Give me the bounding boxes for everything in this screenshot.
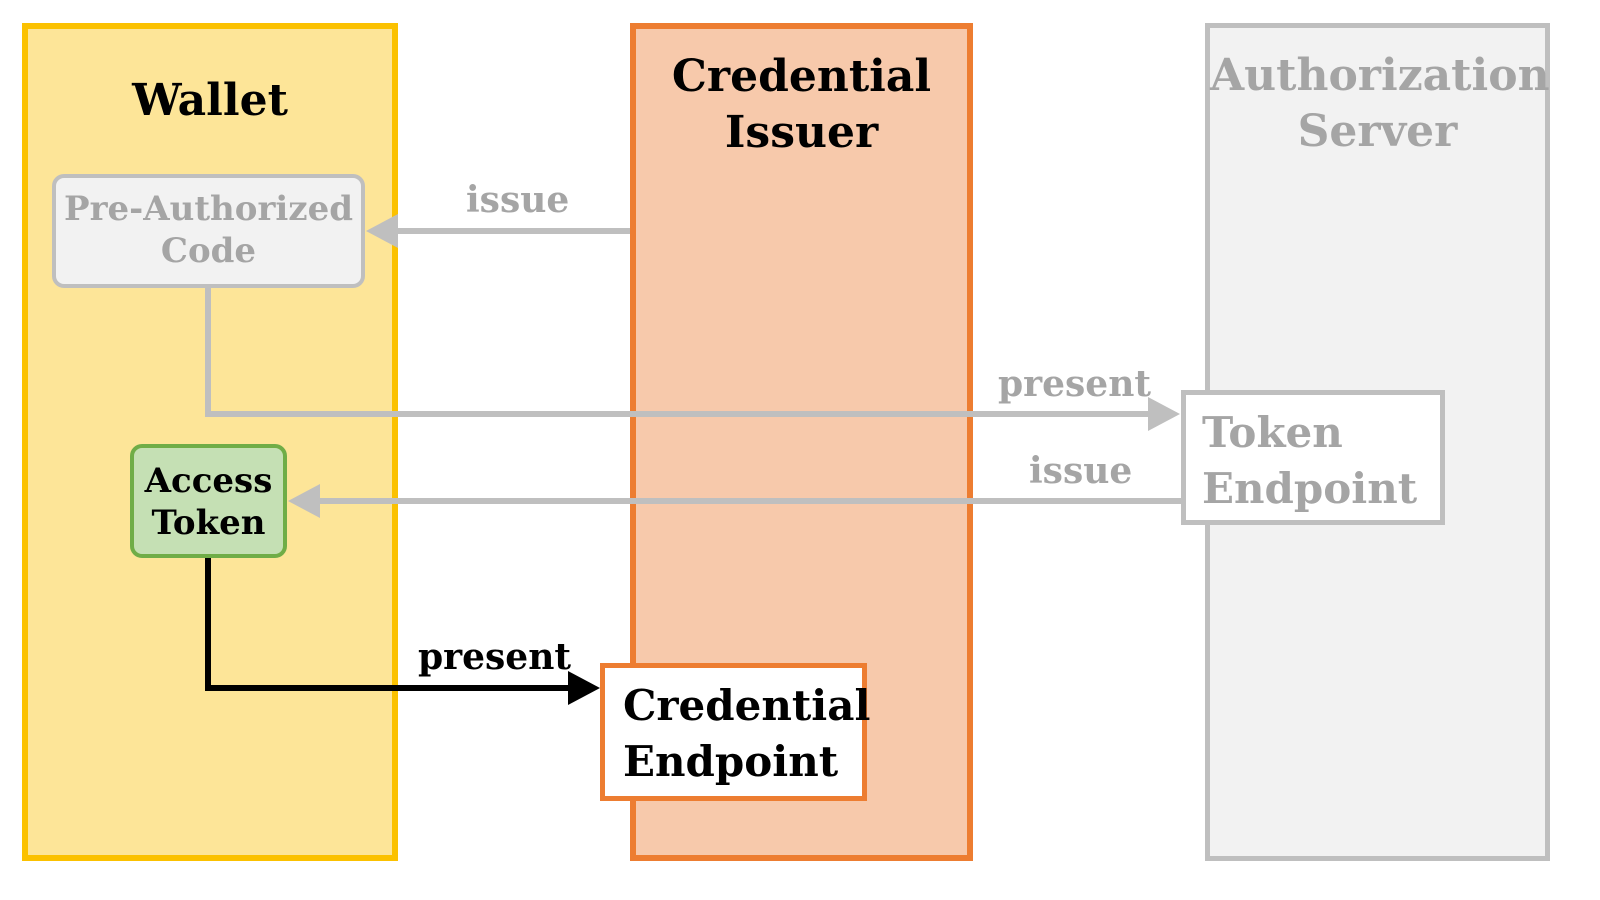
issue-label-mid: issue — [1029, 450, 1133, 492]
present-arrowhead-bottom — [568, 671, 600, 705]
credential-issuer-lane-title: Credential Issuer — [636, 49, 967, 161]
access-token-box: Access Token — [130, 444, 287, 558]
credential-endpoint-text: Credential Endpoint — [623, 678, 871, 790]
authorization-server-title-line-2: Server — [1297, 106, 1458, 157]
token-endpoint-text: Token Endpoint — [1202, 405, 1440, 517]
pre-authorized-code-text: Pre-Authorized Code — [56, 188, 361, 272]
token-endpoint-line-2: Endpoint — [1202, 464, 1418, 513]
pre-authorized-code-box: Pre-Authorized Code — [52, 174, 365, 288]
pre-authorized-code-line-1: Pre-Authorized — [64, 189, 353, 229]
credential-endpoint-box: Credential Endpoint — [600, 663, 871, 801]
present-label-mid: present — [998, 363, 1152, 405]
pre-authorized-code-line-2: Code — [160, 231, 257, 271]
access-token-line-1: Access — [144, 461, 273, 501]
authorization-server-title-line-1: Authorization — [1210, 50, 1550, 101]
present-label-bottom: present — [418, 636, 572, 678]
token-endpoint-box: Token Endpoint — [1181, 390, 1445, 525]
issue-label-top: issue — [466, 179, 570, 221]
issue-arrowhead-top — [366, 214, 398, 248]
issue-arrowhead-mid — [288, 484, 320, 518]
credential-endpoint-line-1: Credential — [623, 681, 871, 730]
access-token-text: Access Token — [134, 460, 283, 544]
wallet-lane-title: Wallet — [28, 73, 392, 129]
present-arrow-line-mid — [205, 287, 1150, 417]
present-arrow-line-bottom — [205, 557, 570, 691]
wallet-title-text: Wallet — [132, 75, 288, 126]
present-arrowhead-mid — [1148, 397, 1180, 431]
credential-endpoint-line-2: Endpoint — [623, 737, 839, 786]
token-endpoint-line-1: Token — [1202, 408, 1343, 457]
authorization-server-lane-title: Authorization Server — [1210, 48, 1550, 160]
wallet-lane: Wallet — [22, 23, 398, 861]
access-token-line-2: Token — [151, 503, 266, 543]
credential-issuer-title-line-2: Issuer — [724, 107, 879, 158]
credential-issuer-title-line-1: Credential — [671, 51, 932, 102]
